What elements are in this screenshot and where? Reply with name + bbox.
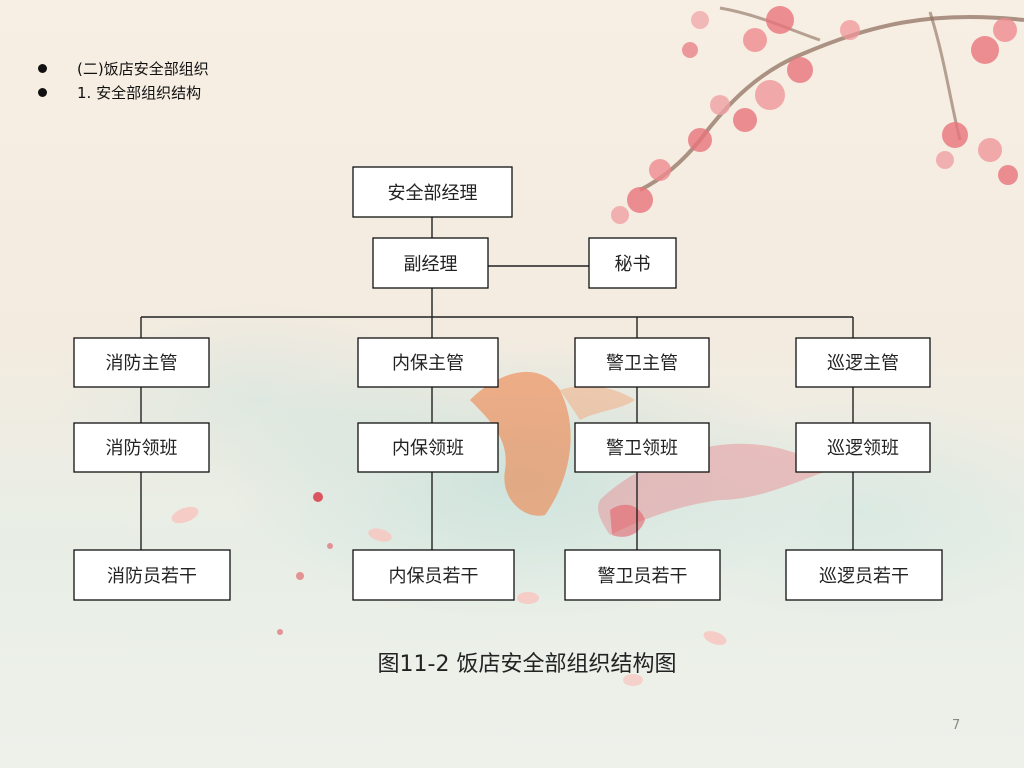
node-supervisor: 警卫主管	[574, 337, 710, 388]
node-secretary: 秘书	[588, 237, 677, 289]
bullet-item: 1. 安全部组织结构	[38, 80, 209, 104]
page-number: 7	[952, 718, 961, 733]
node-label: 警卫员若干	[598, 566, 688, 587]
bullet-text: (二)饭店安全部组织	[77, 59, 209, 78]
node-staff: 警卫员若干	[564, 549, 721, 601]
node-staff: 消防员若干	[73, 549, 231, 601]
plum-blossom-branch-illustration	[611, 6, 1024, 224]
node-label: 消防主管	[106, 353, 178, 374]
bullet-list: (二)饭店安全部组织 1. 安全部组织结构	[38, 56, 209, 104]
node-team-leader: 巡逻领班	[795, 422, 931, 473]
node-team-leader: 内保领班	[357, 422, 499, 473]
node-supervisor: 巡逻主管	[795, 337, 931, 388]
node-label: 秘书	[615, 254, 651, 275]
bullet-dot	[38, 87, 47, 97]
node-label: 消防员若干	[107, 566, 197, 587]
petal-illustration	[171, 492, 727, 686]
node-team-leader: 警卫领班	[574, 422, 710, 473]
node-label: 内保领班	[392, 438, 464, 459]
node-staff: 巡逻员若干	[785, 549, 943, 601]
node-staff: 内保员若干	[352, 549, 515, 601]
node-label: 巡逻员若干	[819, 566, 909, 587]
node-label: 消防领班	[106, 438, 178, 459]
node-label: 安全部经理	[388, 183, 478, 204]
bullet-text: 1. 安全部组织结构	[77, 83, 202, 102]
node-label: 巡逻领班	[827, 438, 899, 459]
node-label: 巡逻主管	[827, 353, 899, 374]
node-label: 内保主管	[392, 353, 464, 374]
node-supervisor: 内保主管	[357, 337, 499, 388]
node-supervisor: 消防主管	[73, 337, 210, 388]
node-team-leader: 消防领班	[73, 422, 210, 473]
bullet-dot	[38, 63, 47, 73]
node-manager: 安全部经理	[352, 166, 513, 218]
bullet-item: (二)饭店安全部组织	[38, 56, 209, 80]
node-label: 警卫主管	[606, 353, 678, 374]
node-deputy: 副经理	[372, 237, 489, 289]
node-label: 内保员若干	[389, 566, 479, 587]
figure-caption: 图11-2 饭店安全部组织结构图	[377, 652, 677, 677]
node-label: 警卫领班	[606, 438, 678, 459]
connectors	[140, 217, 854, 550]
node-label: 副经理	[404, 254, 458, 275]
